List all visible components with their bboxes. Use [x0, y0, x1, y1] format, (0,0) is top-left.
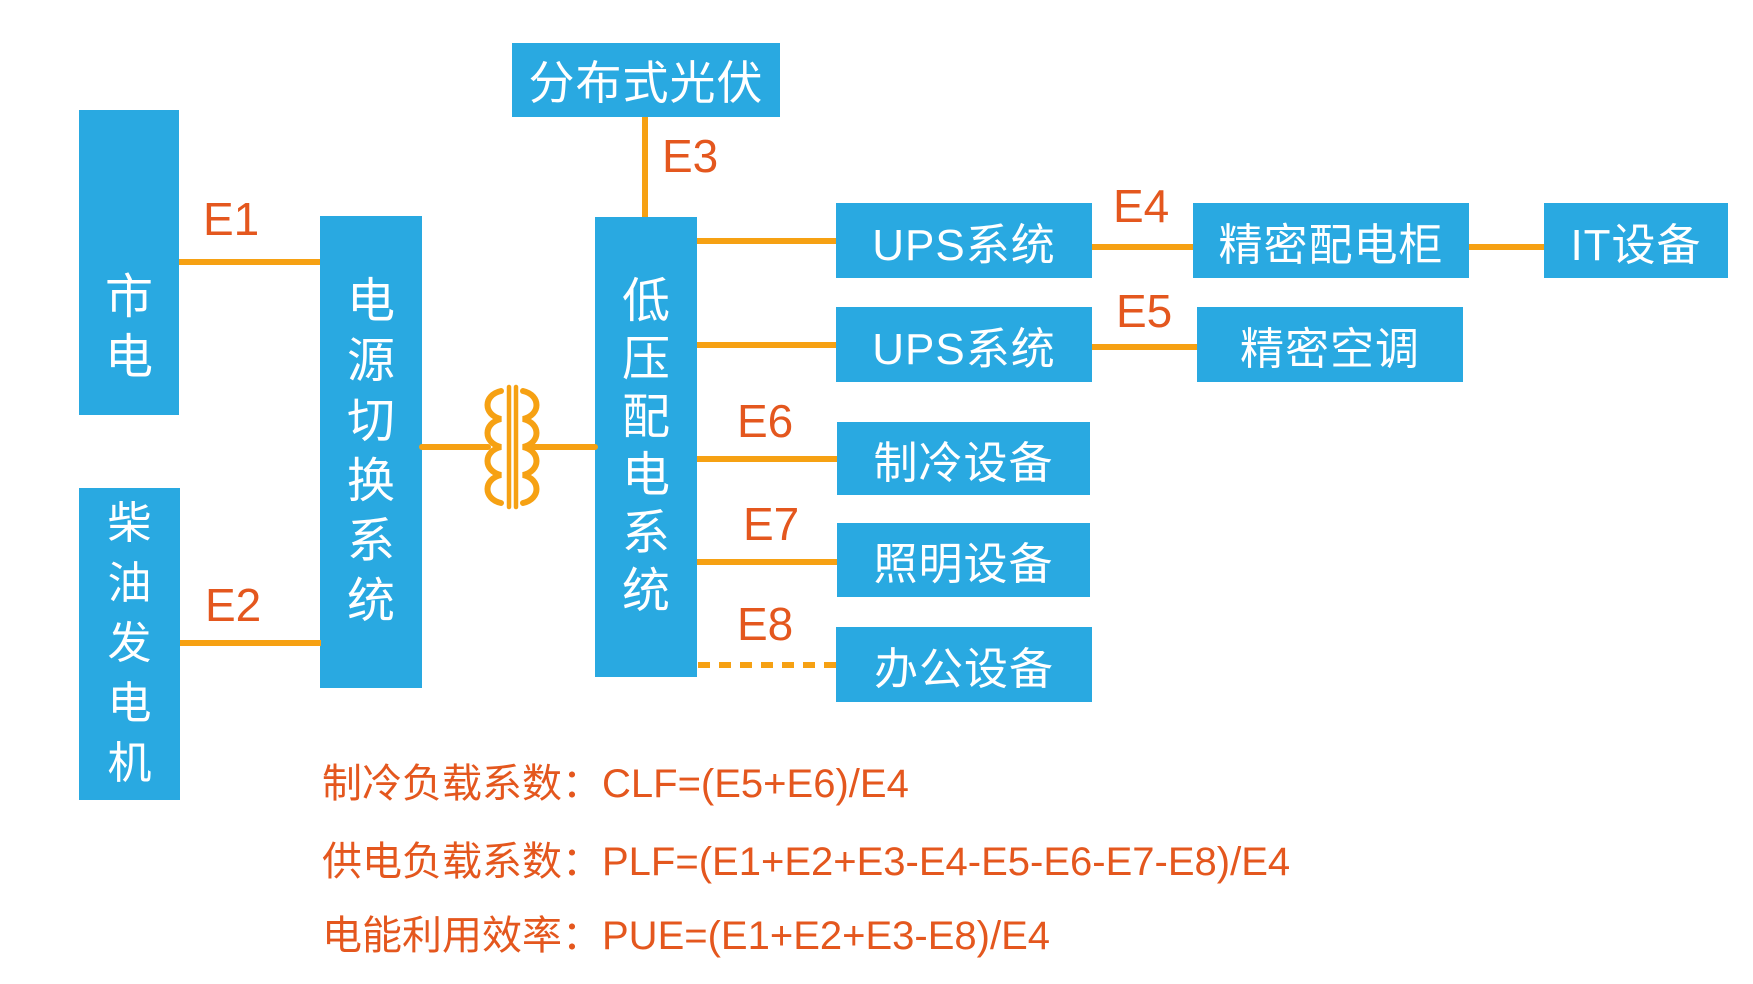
node-power-switching-system: 电源切换系统	[320, 216, 422, 688]
node-it-equipment: IT设备	[1544, 203, 1728, 278]
node-diesel-generator: 柴油发电机	[79, 488, 180, 800]
edge-lv-ups2-line	[697, 342, 836, 348]
node-cooling-equipment: 制冷设备	[837, 422, 1090, 495]
edge-label-e7: E7	[743, 498, 800, 550]
node-precision-power-cabinet-label: 精密配电柜	[1218, 220, 1444, 270]
node-ups-system-2: UPS系统	[836, 307, 1092, 382]
edge-label-e1: E1	[203, 193, 260, 245]
edge-e1-line	[179, 259, 320, 265]
edge-e3-line	[642, 117, 648, 217]
node-lighting-equipment: 照明设备	[837, 523, 1090, 597]
node-lv-distribution-system: 低压配电系统	[595, 217, 697, 677]
node-distributed-pv-label: 分布式光伏	[528, 57, 764, 109]
node-utility-power-label: 市电	[104, 270, 153, 384]
node-power-switching-system-label: 电源切换系统	[346, 275, 395, 628]
node-ups-system-2-label: UPS系统	[872, 324, 1056, 374]
node-precision-power-cabinet: 精密配电柜	[1193, 203, 1469, 278]
edge-label-e6: E6	[737, 395, 794, 447]
node-ups-system-1: UPS系统	[836, 203, 1092, 278]
node-distributed-pv: 分布式光伏	[512, 43, 780, 117]
node-lv-distribution-system-label: 低压配电系统	[621, 275, 670, 618]
edge-label-e8: E8	[737, 598, 794, 650]
node-diesel-generator-label: 柴油发电机	[107, 499, 152, 788]
formula-clf: 制冷负载系数：CLF=(E5+E6)/E4	[322, 762, 909, 806]
transformer-icon	[419, 384, 598, 510]
node-utility-power: 市电	[79, 110, 179, 415]
formula-plf: 供电负载系数：PLF=(E1+E2+E3-E4-E5-E6-E7-E8)/E4	[322, 840, 1291, 884]
edge-lv-ups1-line	[697, 238, 836, 244]
edge-e2-line	[180, 640, 321, 646]
formula-pue: 电能利用效率：PUE=(E1+E2+E3-E8)/E4	[322, 914, 1051, 958]
node-cooling-equipment-label: 制冷设备	[873, 438, 1054, 488]
node-office-equipment: 办公设备	[836, 627, 1092, 702]
edge-pdu-it-line	[1469, 244, 1544, 250]
node-lighting-equipment-label: 照明设备	[873, 540, 1054, 589]
node-ups-system-1-label: UPS系统	[872, 220, 1056, 270]
edge-e6-line	[697, 456, 837, 462]
node-precision-ac: 精密空调	[1197, 307, 1463, 382]
edge-e8-dashed-line	[698, 662, 836, 668]
edge-label-e2: E2	[205, 579, 262, 631]
edge-e5-line	[1092, 344, 1197, 350]
edge-e4-line	[1092, 244, 1193, 250]
node-precision-ac-label: 精密空调	[1240, 324, 1420, 374]
node-it-equipment-label: IT设备	[1570, 220, 1702, 270]
node-office-equipment-label: 办公设备	[874, 644, 1054, 694]
edge-label-e5: E5	[1116, 285, 1173, 337]
edge-e7-line	[697, 559, 837, 565]
edge-label-e3: E3	[662, 130, 719, 182]
edge-label-e4: E4	[1113, 180, 1170, 232]
